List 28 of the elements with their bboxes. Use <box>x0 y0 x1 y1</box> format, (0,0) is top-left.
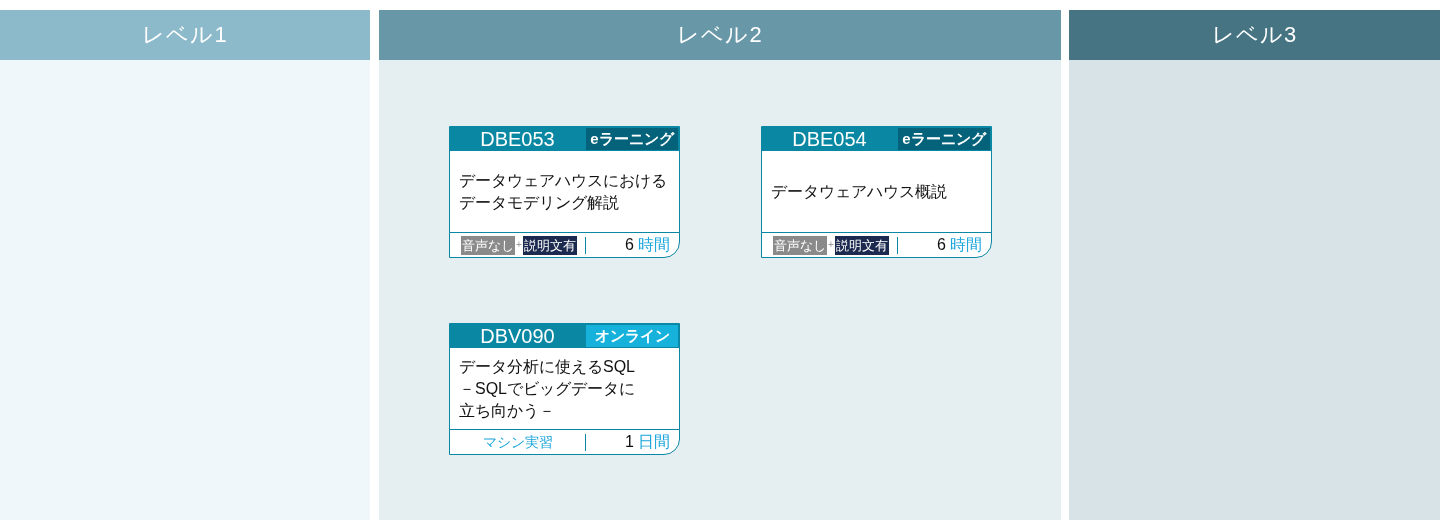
course-card <box>449 323 680 455</box>
column-header: レベル1 <box>0 10 370 60</box>
course-card <box>761 126 992 258</box>
duration-text: 6 時間 <box>937 235 982 255</box>
feature-tag: 説明文有 <box>834 235 889 255</box>
plus-sign: + <box>828 240 834 250</box>
course-title: データウェアハウスにおけるデータモデリング解説 <box>459 170 668 213</box>
training-note: マシン実習 <box>482 433 553 451</box>
format-badge: eラーニング <box>898 128 990 150</box>
format-badge: eラーニング <box>586 128 678 150</box>
duration-text: 6 時間 <box>625 235 670 255</box>
course-title: データウェアハウス概説 <box>771 181 947 202</box>
course-title: データ分析に使えるSQL－SQLでビッグデータに立ち向かう－ <box>459 356 636 421</box>
column-panel <box>379 10 1061 520</box>
column-header: レベル3 <box>1069 10 1440 60</box>
course-code: DBE053 <box>479 127 556 151</box>
course-code: DBV090 <box>479 324 556 348</box>
feature-tag: 音声なし <box>461 235 515 255</box>
plus-sign: + <box>516 240 522 250</box>
feature-tag: 音声なし <box>773 235 827 255</box>
course-code: DBE054 <box>791 127 868 151</box>
column-header: レベル2 <box>379 10 1061 60</box>
feature-tag: 説明文有 <box>522 235 577 255</box>
course-card <box>449 126 680 258</box>
column-panel <box>0 10 370 520</box>
duration-text: 1 日間 <box>625 432 670 452</box>
column-panel <box>1069 10 1440 520</box>
format-badge: オンライン <box>586 325 678 347</box>
